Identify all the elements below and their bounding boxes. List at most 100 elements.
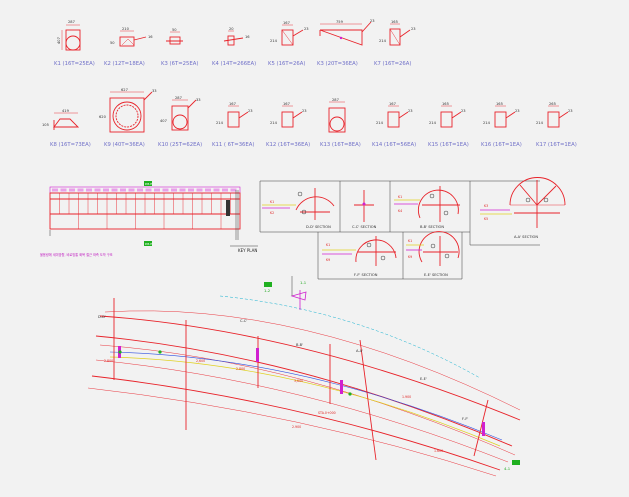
curved-plan: 2.800 2,600 2.800 3,600 1.900 2.900 1.60…	[87, 276, 521, 477]
k16-dim-top: 165	[496, 102, 503, 106]
key-k12: 167 214 23 K12 (16T=36EA)	[266, 102, 310, 148]
k4-dim-top: 20	[229, 27, 234, 31]
key-plan-band-cell	[196, 188, 203, 192]
section-a-a: K3 K5 A-A' SECTION	[480, 177, 566, 239]
k9-dim-side: 620	[99, 115, 107, 119]
key-k17: 265 214 23 K17 (16T=1EA)	[536, 102, 577, 148]
k9-dim-top: 627	[121, 88, 128, 92]
k15-label: K15 (16T=1EA)	[428, 142, 469, 148]
key-plan-top-tag-text: P.B.E	[145, 182, 152, 186]
plan-dim-6: 2.900	[292, 425, 301, 429]
key-plan-band-cell	[77, 188, 84, 192]
k14-dim-small: 23	[408, 109, 413, 113]
section-e-e-label: E-E' SECTION	[424, 273, 448, 277]
k12-dim-top: 167	[283, 102, 290, 106]
key-k11: 167 214 23 K11 ( 6T=36EA)	[212, 102, 254, 148]
k5-label: K5 (16T=26A)	[268, 61, 305, 67]
section-f-f-label: F-F' SECTION	[354, 273, 378, 277]
svg-text:K5: K5	[484, 217, 488, 221]
k1-dim-top: 287	[68, 20, 75, 24]
plan-dim-7: 1.600	[434, 449, 443, 453]
key-plan-band-cell	[111, 188, 118, 192]
plan-dim-2: 2,600	[196, 359, 205, 363]
k10-dim-side: 407	[160, 119, 167, 123]
k17-label: K17 (16T=1EA)	[536, 142, 577, 148]
key-plan-band-cell	[128, 188, 135, 192]
key-plan-band-cell	[171, 188, 177, 192]
section-a-a-label: A-A' SECTION	[514, 235, 538, 239]
k11-dim-top: 167	[229, 102, 236, 106]
k14-dim-top: 167	[389, 102, 396, 106]
key-schedule-row-2: 419 105 K8 (16T=73EA) 627 620 33 K9 (40T…	[42, 88, 577, 148]
key-plan-band-cell	[137, 188, 143, 192]
k8-label: K8 (16T=73EA)	[50, 142, 91, 148]
key-plan-band-cell	[52, 188, 58, 192]
key-plan-band-cell	[154, 188, 160, 192]
k11-dim-small: 23	[248, 109, 253, 113]
k17-dim-top: 265	[549, 102, 556, 106]
k4-label: K4 (14T=266EA)	[212, 61, 256, 67]
k11-label: K11 ( 6T=36EA)	[212, 142, 254, 148]
key-plan-title: KEY PLAN	[238, 248, 257, 253]
k3b-label: K3 (20T=36EA)	[317, 61, 358, 67]
key-plan-band-cell	[213, 188, 220, 192]
k10-dim-small: 33	[196, 98, 201, 102]
key-plan-band-cell	[222, 188, 228, 192]
k15-dim-top: 165	[442, 102, 449, 106]
key-plan-band-cell	[205, 188, 211, 192]
k2-dim-top: 210	[122, 27, 130, 31]
sections-panel: K1 K2 D-D' SECTION C-C' SECTION K1 K4 B-…	[259, 177, 566, 280]
key-k10: 287 407 33 K10 (25T=62EA)	[158, 96, 202, 148]
k2-dim-small: 16	[148, 35, 153, 39]
key-k15: 165 214 23 K15 (16T=1EA)	[428, 102, 469, 148]
k12-dim-small: 23	[302, 109, 307, 113]
plan-badge-1: 1-2	[264, 288, 271, 293]
svg-text:K2: K2	[270, 211, 274, 215]
k15-dim-small: 23	[461, 109, 466, 113]
k16-dim-small: 23	[515, 109, 520, 113]
k7-dim-side: 214	[379, 39, 387, 43]
key-k7: 165 214 23 K7 (16T=26A)	[374, 20, 416, 67]
section-c-c: C-C' SECTION	[352, 190, 377, 229]
k10-label: K10 (25T=62EA)	[158, 142, 202, 148]
key-plan-top-tag	[144, 181, 152, 186]
svg-text:K1: K1	[398, 195, 402, 199]
k10-dim-top: 287	[175, 96, 182, 100]
key-plan-band-cell	[179, 188, 186, 192]
key-k9: 627 620 33 K9 (40T=36EA)	[99, 88, 157, 148]
plan-section-tag-b: B-B'	[296, 343, 303, 347]
k13-dim-top: 287	[332, 98, 339, 102]
key-k4: 20 16 K4 (14T=266EA)	[212, 27, 256, 67]
k7-dim-small: 23	[411, 27, 416, 31]
k4-dim-small: 16	[245, 35, 250, 39]
key-plan-band-cell	[60, 188, 67, 192]
k1-dim-side: 407	[57, 37, 61, 44]
section-e-e: K1 K9 E-E' SECTION	[406, 231, 460, 277]
svg-text:K9: K9	[408, 255, 412, 259]
k12-dim-side: 214	[270, 121, 278, 125]
svg-text:K3: K3	[484, 204, 488, 208]
plan-section-tag-c: C-C'	[240, 319, 247, 323]
section-f-f: K1 K9 F-F' SECTION	[322, 236, 397, 277]
key-schedule-row-1: 287 407 K1 (16T=25EA) 210 50 16 K2 (12T=…	[54, 19, 416, 67]
key-k8: 419 105 K8 (16T=73EA)	[42, 109, 91, 148]
k9-dim-small: 33	[152, 89, 157, 93]
plan-badge-2: 1-1	[300, 280, 307, 285]
plan-section-tag-f: F-F'	[462, 417, 468, 421]
key-k3b: 759 23 K3 (20T=36EA)	[317, 19, 375, 67]
plan-badge-3: 4-1	[504, 466, 511, 471]
section-b-b: K1 K4 B-B' SECTION	[394, 186, 460, 229]
section-d-d-label: D-D' SECTION	[306, 225, 331, 229]
key-plan-band-cell	[103, 188, 109, 192]
key-plan-elevation: P.B.E P.B.E KEY PLAN 불용량에 세미방향, 비로방통 화복 …	[40, 181, 258, 257]
key-plan-band-cell	[145, 188, 152, 192]
k2-dim-side: 50	[110, 41, 115, 45]
key-plan-band-cell	[188, 188, 194, 192]
key-plan-bottom-tag-text: P.B.E	[145, 242, 152, 246]
key-k2: 210 50 16 K2 (12T=18EA)	[104, 27, 153, 67]
key-k3: 50 K3 (6T=25EA)	[161, 28, 198, 67]
k16-label: K16 (16T=1EA)	[481, 142, 522, 148]
k3-label: K3 (6T=25EA)	[161, 61, 198, 67]
section-c-c-label: C-C' SECTION	[352, 225, 377, 229]
key-k5: 167 214 23 K5 (16T=26A)	[268, 21, 309, 67]
